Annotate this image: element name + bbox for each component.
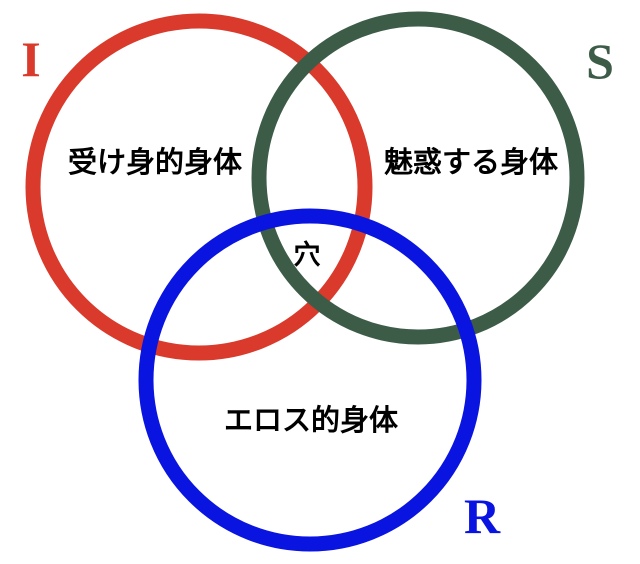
- center-hole-label: 穴: [294, 240, 321, 271]
- symbolic-letter: S: [586, 33, 614, 89]
- imaginary-circle: [25, 13, 373, 361]
- symbolic-region-label: 魅惑する身体: [384, 145, 559, 179]
- symbolic-circle: [251, 11, 585, 345]
- real-letter: R: [464, 488, 501, 544]
- imaginary-region-label: 受け身的身体: [68, 145, 243, 179]
- real-circle: [138, 208, 482, 552]
- imaginary-letter: I: [21, 31, 40, 87]
- real-region-label: エロス的身体: [224, 403, 399, 437]
